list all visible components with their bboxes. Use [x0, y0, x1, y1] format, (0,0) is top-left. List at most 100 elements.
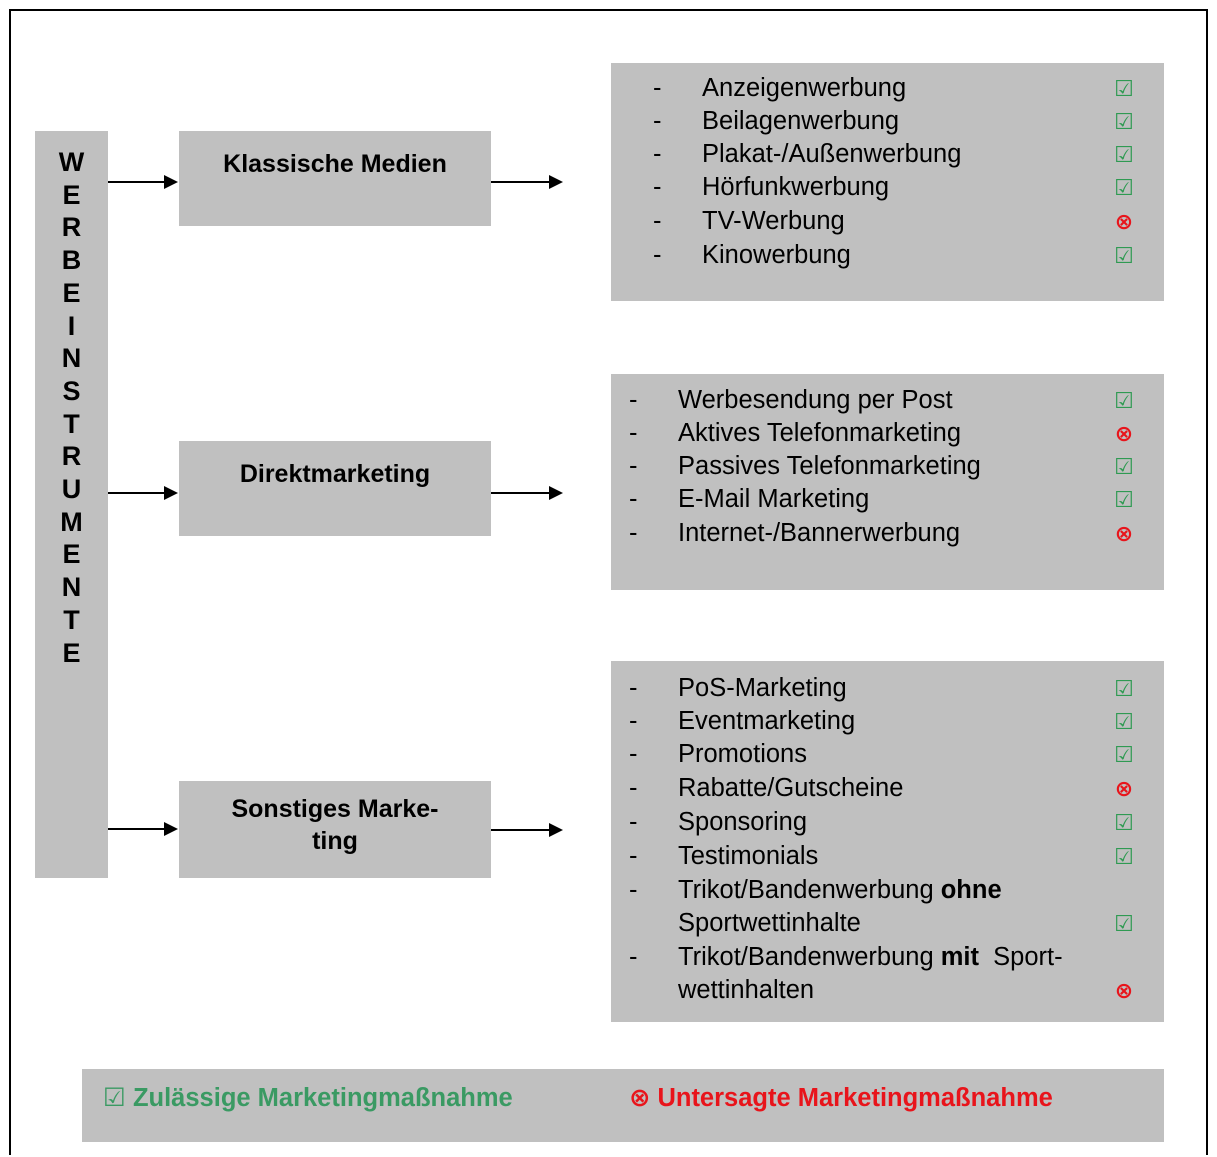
diagram-frame — [9, 9, 1208, 1155]
allowed-check-icon: ☑ — [1114, 388, 1134, 413]
item-label: Anzeigenwerbung — [702, 74, 907, 102]
title-letter: E — [62, 179, 81, 210]
dash: - — [653, 173, 662, 201]
arrow-to-list-klassisch — [491, 175, 563, 189]
category-sonstiges-marketing: Sonstiges Marke- ting — [179, 781, 491, 878]
legend-allowed: ☑ Zulässige Marketingmaßnahme — [103, 1084, 513, 1112]
allowed-check-icon: ☑ — [1114, 810, 1134, 835]
dash: - — [653, 140, 662, 168]
dash: - — [653, 107, 662, 135]
werbeinstrumente-title-box: W E R B E I N S T R U M E N T E — [35, 131, 108, 878]
title-letter: B — [61, 245, 82, 276]
dash: - — [629, 774, 638, 802]
item-label: Werbesendung per Post — [678, 386, 953, 414]
werbeinstrumente-title: W E R B E I N S T R U M E N T E — [35, 146, 108, 669]
list-item: - Sponsoring ☑ — [611, 806, 1164, 839]
title-letter: I — [67, 310, 76, 341]
title-letter: T — [63, 408, 80, 439]
dash: - — [629, 674, 638, 702]
dash: - — [629, 519, 638, 547]
title-letter: N — [61, 343, 82, 374]
dash: - — [629, 452, 638, 480]
list-item-trikot-mit: - Trikot/Bandenwerbung mit Sport- wettin… — [611, 941, 1164, 1007]
list-sonstiges-marketing: - PoS-Marketing ☑ - Eventmarketing ☑ - P… — [611, 661, 1164, 1022]
allowed-check-icon: ☑ — [1114, 709, 1134, 734]
list-item: - Kinowerbung ☑ — [611, 239, 1164, 272]
item-label: Rabatte/Gutscheine — [678, 774, 904, 802]
item-label: Internet-/Bannerwerbung — [678, 519, 961, 547]
list-item: - Beilagenwerbung ☑ — [611, 105, 1164, 138]
allowed-check-icon: ☑ — [1114, 676, 1134, 701]
item-label: Passives Telefonmarketing — [678, 452, 981, 480]
list-item: - Aktives Telefonmarketing ⊗ — [611, 417, 1164, 450]
dash: - — [629, 808, 638, 836]
dash: - — [629, 707, 638, 735]
item-label: Trikot/Bandenwerbung mit Sport- — [678, 941, 1063, 974]
list-item: - TV-Werbung ⊗ — [611, 205, 1164, 238]
list-item: - Internet-/Bannerwerbung ⊗ — [611, 517, 1164, 550]
list-item: - Testimonials ☑ — [611, 840, 1164, 873]
item-label-text: Trikot/Bandenwerbung — [678, 943, 941, 971]
item-label: Sponsoring — [678, 808, 808, 836]
category-direktmarketing: Direktmarketing — [179, 441, 491, 536]
title-letter: W — [58, 147, 85, 177]
title-letter: N — [61, 572, 82, 603]
list-item: - Plakat-/Außenwerbung ☑ — [611, 138, 1164, 171]
allowed-check-icon: ☑ — [1114, 844, 1134, 869]
category-label: Sonstiges Marke- — [231, 794, 439, 823]
list-item: - Werbesendung per Post ☑ — [611, 384, 1164, 417]
allowed-check-icon: ☑ — [1114, 76, 1134, 101]
prohibited-cross-icon: ⊗ — [1114, 978, 1134, 1003]
category-label: Klassische Medien — [223, 149, 447, 178]
item-label: Plakat-/Außenwerbung — [702, 140, 962, 168]
title-letter: E — [62, 277, 81, 308]
title-letter: U — [61, 474, 82, 505]
prohibited-cross-icon: ⊗ — [1114, 776, 1134, 801]
dash: - — [629, 740, 638, 768]
prohibited-cross-icon: ⊗ — [1114, 521, 1134, 546]
list-item: - PoS-Marketing ☑ — [611, 672, 1164, 705]
arrow-to-list-direkt — [491, 486, 563, 500]
dash: - — [629, 485, 638, 513]
dash: - — [629, 876, 638, 904]
title-letter: R — [61, 441, 82, 472]
allowed-check-icon: ☑ — [1114, 742, 1134, 767]
item-label: Eventmarketing — [678, 707, 856, 735]
category-label: Direktmarketing — [239, 459, 431, 488]
dash: - — [653, 207, 662, 235]
list-item-trikot-ohne: - Trikot/Bandenwerbung ohne Sportwettinh… — [611, 874, 1164, 940]
item-label-text: Sport- — [978, 943, 1063, 971]
item-label: Trikot/Bandenwerbung ohne — [678, 874, 1002, 907]
item-label-line2: Sportwettinhalte — [678, 909, 861, 937]
allowed-check-icon: ☑ — [1114, 175, 1134, 200]
legend-prohibited: ⊗ Untersagte Marketingmaßnahme — [629, 1084, 1053, 1112]
prohibited-cross-icon: ⊗ — [1114, 209, 1134, 234]
list-klassische-medien: - Anzeigenwerbung ☑ - Beilagenwerbung ☑ … — [611, 63, 1164, 301]
allowed-check-icon: ☑ — [1114, 487, 1134, 512]
allowed-check-icon: ☑ — [1114, 243, 1134, 268]
list-direktmarketing: - Werbesendung per Post ☑ - Aktives Tele… — [611, 374, 1164, 590]
title-letter: E — [62, 539, 81, 570]
list-item: - Promotions ☑ — [611, 738, 1164, 771]
title-letter: R — [61, 212, 82, 243]
list-item: - Hörfunkwerbung ☑ — [611, 171, 1164, 204]
arrow-to-list-sonstiges — [491, 823, 563, 837]
allowed-check-icon: ☑ — [1114, 109, 1134, 134]
list-item: - Rabatte/Gutscheine ⊗ — [611, 772, 1164, 805]
allowed-check-icon: ☑ — [1114, 142, 1134, 167]
item-label-bold: ohne — [940, 876, 1002, 904]
list-item: - Passives Telefonmarketing ☑ — [611, 450, 1164, 483]
dash: - — [629, 386, 638, 414]
list-item: - E-Mail Marketing ☑ — [611, 483, 1164, 516]
dash: - — [629, 842, 638, 870]
item-label: PoS-Marketing — [678, 674, 847, 702]
category-label: ting — [312, 826, 358, 855]
dash: - — [629, 419, 638, 447]
dash: - — [629, 943, 638, 971]
dash: - — [653, 74, 662, 102]
arrow-to-klassische-medien — [108, 175, 178, 189]
item-label: TV-Werbung — [702, 207, 845, 235]
title-letter: M — [60, 506, 83, 537]
item-label: Beilagenwerbung — [702, 107, 900, 135]
arrow-to-sonstiges-marketing — [108, 822, 178, 836]
